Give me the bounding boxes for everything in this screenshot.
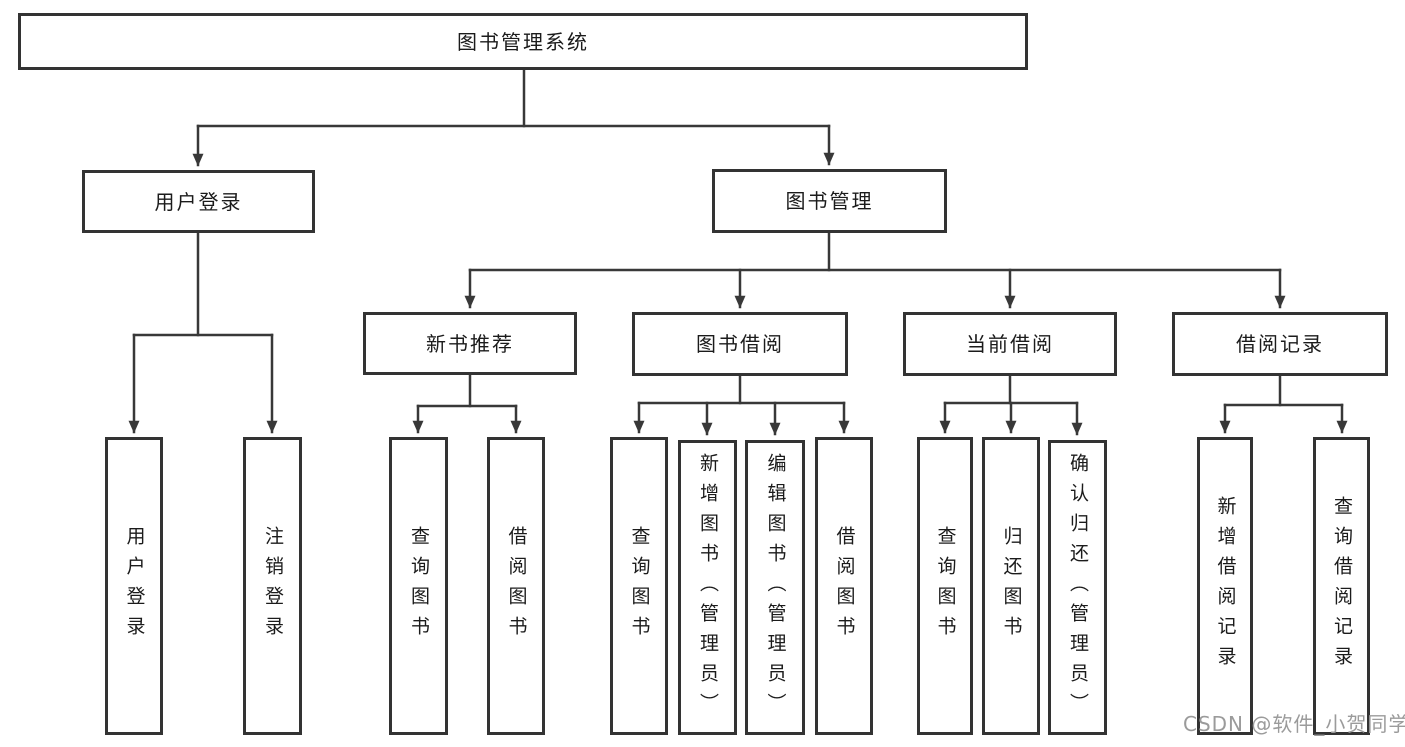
csdn-watermark: CSDN @软件_小贺同学 [1183,712,1405,736]
node-root: 图书管理系统 [18,13,1028,70]
leaf-confirm-return-admin: 确认归还（管理员） [1048,440,1107,735]
node-book-management: 图书管理 [712,169,947,233]
leaf-recommend-query-books: 查询图书 [389,437,448,735]
node-borrow-records: 借阅记录 [1172,312,1388,376]
leaf-current-query-books: 查询图书 [917,437,973,735]
leaf-add-books-admin: 新增图书（管理员） [678,440,737,735]
leaf-edit-books-admin: 编辑图书（管理员） [745,440,805,735]
node-user-login: 用户登录 [82,170,315,233]
node-new-book-recommend: 新书推荐 [363,312,577,375]
leaf-recommend-borrow-books: 借阅图书 [487,437,545,735]
leaf-borrow-query-books: 查询图书 [610,437,668,735]
leaf-borrow-books: 借阅图书 [815,437,873,735]
leaf-user-login: 用户登录 [105,437,163,735]
leaf-query-borrow-record: 查询借阅记录 [1313,437,1370,735]
node-book-borrow: 图书借阅 [632,312,848,376]
node-current-borrow: 当前借阅 [903,312,1117,376]
leaf-return-books: 归还图书 [982,437,1040,735]
leaf-add-borrow-record: 新增借阅记录 [1197,437,1253,735]
leaf-logout: 注销登录 [243,437,302,735]
